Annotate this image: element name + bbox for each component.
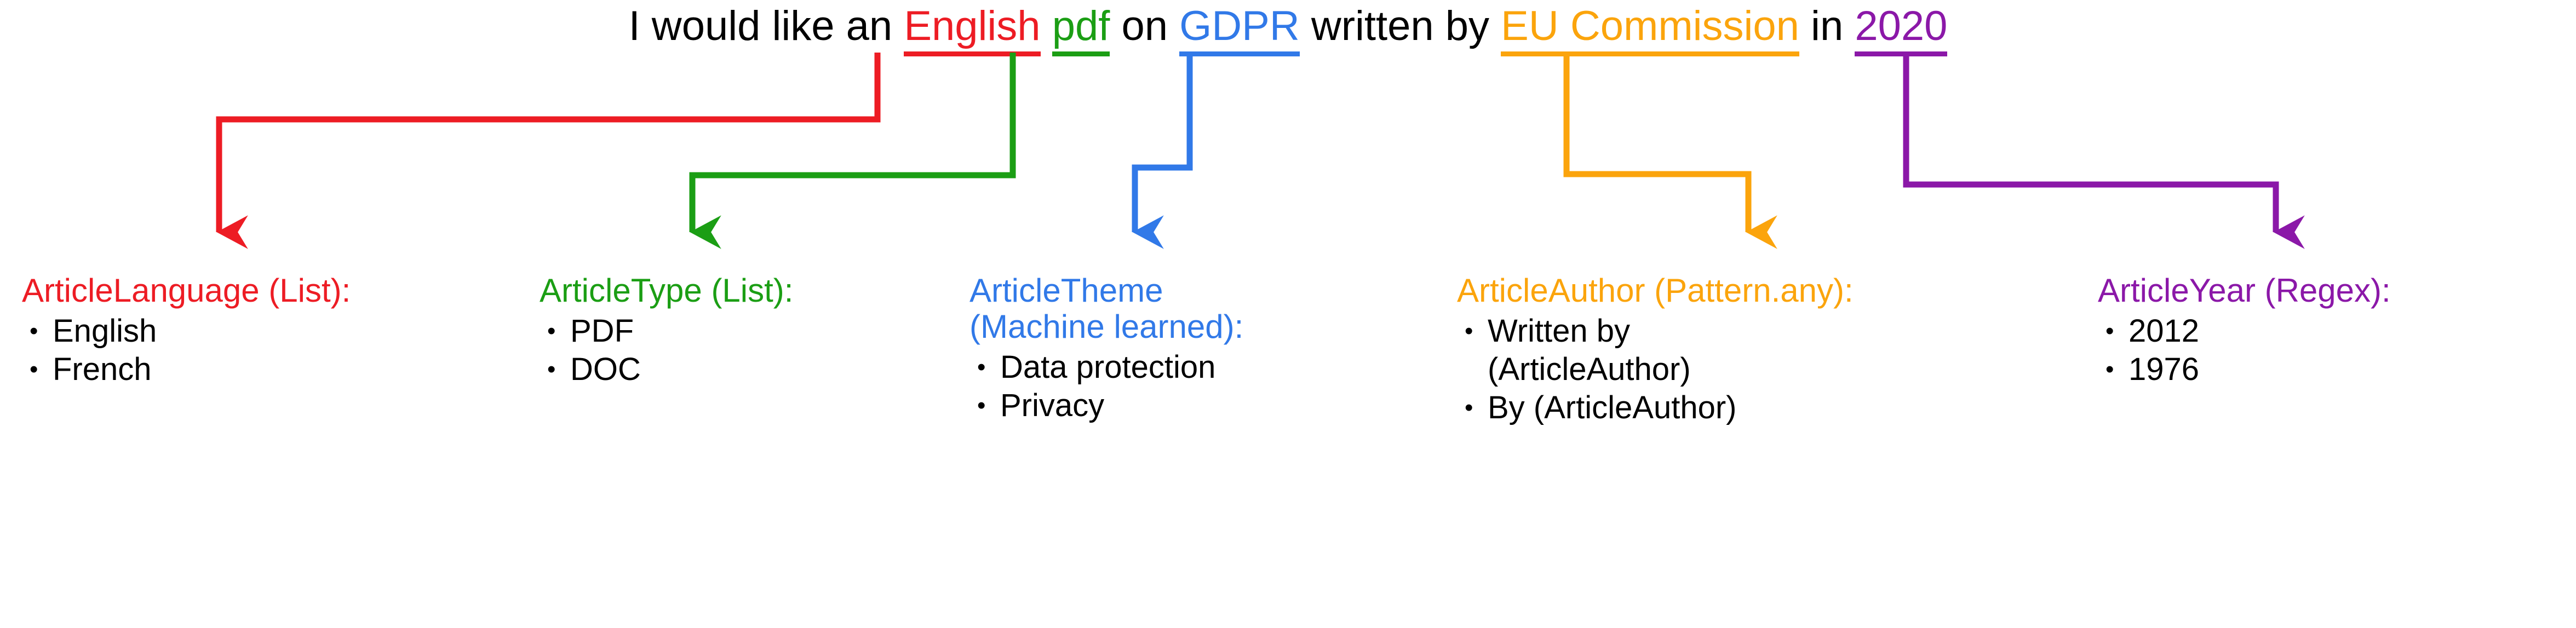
list-item: 1976 [2098, 350, 2569, 389]
entity-title-article-theme: ArticleTheme (Machine learned): [969, 272, 1244, 345]
list-item: Privacy [969, 387, 1441, 425]
sentence-token-pdf[interactable]: pdf [1052, 3, 1110, 56]
sentence-token-plain-2: on [1110, 3, 1180, 49]
annotated-sentence: I would like an English pdf on GDPR writ… [0, 0, 2576, 56]
entity-article-year: ArticleYear (Regex): 2012 1976 [2098, 273, 2569, 389]
connector-pdf-to-articletype [689, 53, 1016, 249]
list-item: Written by (ArticleAuthor) [1457, 312, 2049, 389]
list-item: Data protection [969, 348, 1441, 387]
sentence-token-space-1 [1041, 3, 1052, 49]
connector-eucommission-to-articleauthor [1563, 53, 1777, 249]
entity-title-article-language: ArticleLanguage (List): [22, 272, 351, 309]
sentence-token-2020[interactable]: 2020 [1855, 3, 1948, 56]
entity-values-article-theme: Data protection Privacy [969, 348, 1441, 425]
sentence-token-english[interactable]: English [904, 3, 1041, 56]
sentence-token-gdpr[interactable]: GDPR [1179, 3, 1300, 56]
sentence-token-eu-commission[interactable]: EU Commission [1501, 3, 1799, 56]
list-item: DOC [540, 350, 945, 389]
entity-article-author: ArticleAuthor (Pattern.any): Written by … [1457, 272, 2049, 428]
entity-title-article-year: ArticleYear (Regex): [2098, 272, 2391, 309]
entity-values-article-language: English French [22, 312, 515, 389]
entity-title-article-author: ArticleAuthor (Pattern.any): [1457, 272, 1854, 309]
connector-english-to-articlelanguage [216, 53, 881, 249]
sentence-token-plain-3: written by [1299, 3, 1501, 49]
entity-article-type: ArticleType (List): PDF DOC [540, 273, 945, 389]
connector-gdpr-to-articletheme [1132, 53, 1193, 249]
sentence-token-plain-4: in [1799, 3, 1855, 49]
list-item: English [22, 312, 515, 350]
list-item: French [22, 350, 515, 389]
entity-article-theme: ArticleTheme (Machine learned): Data pro… [969, 273, 1441, 425]
entity-values-article-type: PDF DOC [540, 312, 945, 389]
connector-2020-to-articleyear [1903, 53, 2305, 249]
entity-values-article-year: 2012 1976 [2098, 312, 2569, 389]
list-item: By (ArticleAuthor) [1457, 389, 2049, 427]
entity-values-article-author: Written by (ArticleAuthor) By (ArticleAu… [1457, 312, 2049, 427]
list-item: PDF [540, 312, 945, 350]
entity-title-article-type: ArticleType (List): [540, 272, 794, 309]
list-item: 2012 [2098, 312, 2569, 350]
entity-article-language: ArticleLanguage (List): English French [22, 273, 515, 389]
sentence-token-plain-1: I would like an [628, 3, 904, 49]
